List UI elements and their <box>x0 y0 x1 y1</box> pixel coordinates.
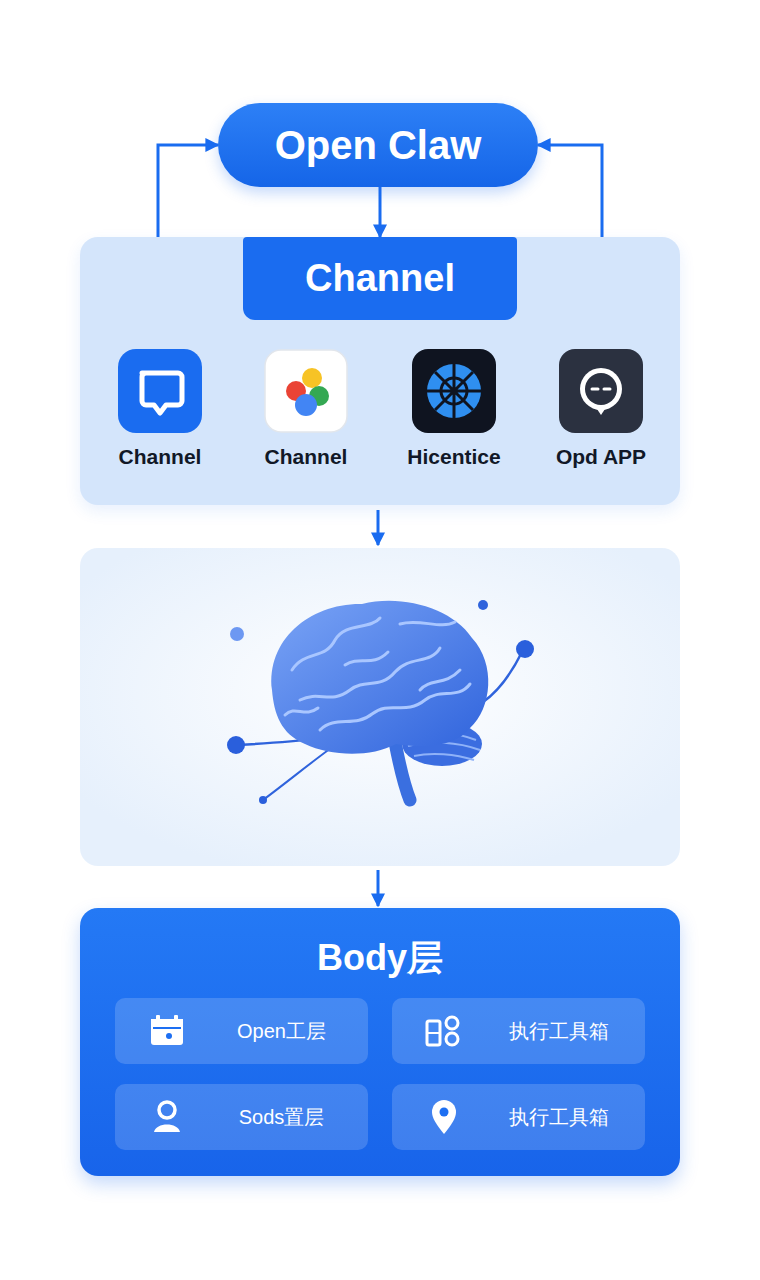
tile-label-box: Opd APP <box>531 445 671 469</box>
node-title: Open Claw <box>275 123 482 168</box>
tile-label-box: Channel <box>236 445 376 469</box>
node-label: Sods置层 <box>239 1104 325 1131</box>
app-icon <box>412 349 496 433</box>
channel-header: Channel <box>243 237 517 320</box>
flow-connector <box>379 187 382 237</box>
tool-label-box: 执行工具箱 <box>480 998 637 1064</box>
node-label: 执行工具箱 <box>509 1104 609 1131</box>
tool-row: 执行工具箱 <box>392 998 645 1064</box>
brain-illustration <box>227 600 534 804</box>
tool-icon <box>424 1097 464 1137</box>
channel-panel: ChannelChannelHicenticeOpd APPChannel <box>80 237 680 505</box>
tool-row: Open工层 <box>115 998 368 1064</box>
tile-label-box: Hicentice <box>384 445 524 469</box>
flow-connector <box>538 145 602 237</box>
node-label: Hicentice <box>407 445 500 468</box>
node-label: Channel <box>265 445 348 468</box>
node-label: 执行工具箱 <box>509 1018 609 1045</box>
app-tile: Channel <box>90 349 230 479</box>
node-label: Open工层 <box>237 1018 326 1045</box>
tool-row: 执行工具箱 <box>392 1084 645 1150</box>
tool-icon <box>147 1097 187 1137</box>
flow-arrow <box>377 510 380 545</box>
app-icon <box>264 349 348 433</box>
root-pill: Open Claw <box>218 103 538 187</box>
app-tile: Channel <box>236 349 376 479</box>
body-panel: Open工层执行工具箱Sods置层执行工具箱Body层 <box>80 908 680 1176</box>
brain-panel <box>80 548 680 866</box>
tool-row: Sods置层 <box>115 1084 368 1150</box>
tile-label-box: Channel <box>90 445 230 469</box>
tool-icon <box>424 1011 464 1051</box>
tool-label-box: Sods置层 <box>203 1084 360 1150</box>
app-icon <box>118 349 202 433</box>
node-title: Channel <box>305 257 455 300</box>
app-tile: Opd APP <box>531 349 671 479</box>
app-tile: Hicentice <box>384 349 524 479</box>
tool-label-box: Open工层 <box>203 998 360 1064</box>
flow-connector <box>158 145 218 237</box>
body-title-box: Body层 <box>80 934 680 983</box>
flow-arrow <box>377 870 380 906</box>
node-label: Opd APP <box>556 445 646 468</box>
node-title: Body层 <box>317 937 443 978</box>
app-icon <box>559 349 643 433</box>
tool-icon <box>147 1011 187 1051</box>
tool-label-box: 执行工具箱 <box>480 1084 637 1150</box>
node-label: Channel <box>119 445 202 468</box>
